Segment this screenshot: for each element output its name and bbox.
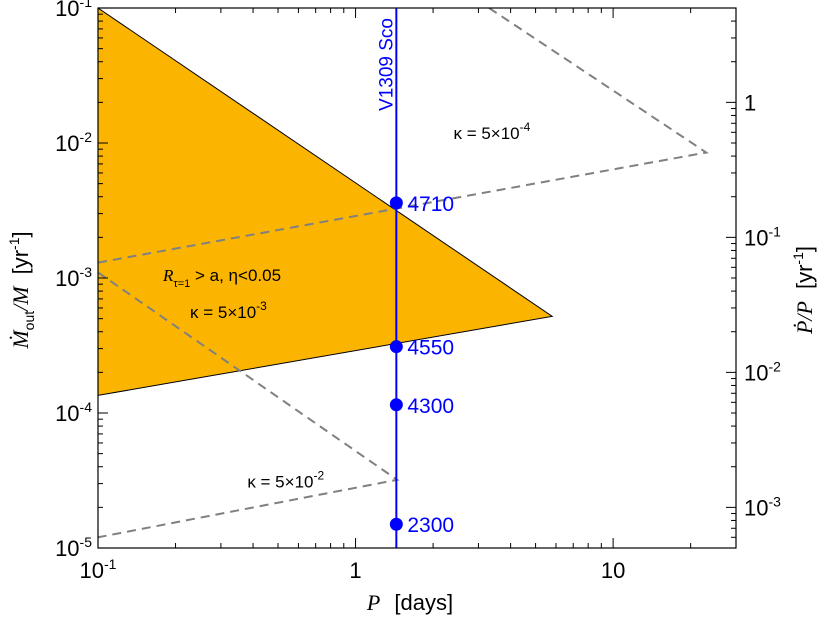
y-right-tick-label: 10-2	[744, 358, 781, 385]
data-point-4300	[389, 398, 403, 412]
point-label-2300: 2300	[407, 514, 454, 537]
region-label-line-2: κ = 5×10-3	[190, 299, 267, 322]
y-left-tick-label: 10-1	[55, 0, 92, 21]
x-tick-label: 10-1	[80, 556, 117, 583]
kappa-annotation-1: κ = 5×10-4	[453, 120, 530, 143]
region-label-line-1: Rτ=1 > a, η<0.05	[162, 266, 281, 290]
x-tick-label: 10	[601, 558, 625, 583]
y-left-tick-label: 10-5	[55, 534, 92, 561]
x-ticks: 10-1 1 10	[80, 8, 737, 583]
data-point-2300	[389, 517, 403, 531]
y-left-tick-label: 10-2	[55, 129, 92, 156]
v1309-sco-label: V1309 Sco	[376, 18, 397, 111]
y-right-tick-label: 1	[744, 90, 756, 115]
data-point-4550	[389, 340, 403, 354]
point-label-4300: 4300	[407, 395, 454, 418]
point-label-4710: 4710	[407, 193, 454, 216]
data-point-4710	[389, 196, 403, 210]
point-label-4550: 4550	[407, 337, 454, 360]
dashed-line-1	[98, 8, 709, 264]
data-points	[389, 196, 403, 531]
y-left-tick-label: 10-4	[55, 399, 92, 426]
x-tick-label: 1	[349, 558, 361, 583]
y-ticks-right: 1 10-1 10-2 10-3	[726, 7, 781, 549]
shaded-region	[98, 8, 554, 396]
y-axis-left-title: Ṁout/M[yr-1]	[6, 231, 37, 349]
x-axis-title: P[days]	[366, 590, 453, 615]
y-right-tick-label: 10-3	[744, 493, 781, 520]
kappa-annotation-2: κ = 5×10-2	[247, 469, 324, 492]
y-axis-right-title: Ṗ/P[yr-1]	[790, 246, 817, 335]
y-ticks-left: 10-1 10-2 10-3 10-4 10-5	[55, 0, 108, 561]
y-left-tick-label: 10-3	[55, 264, 92, 291]
y-right-tick-label: 10-1	[744, 223, 781, 250]
